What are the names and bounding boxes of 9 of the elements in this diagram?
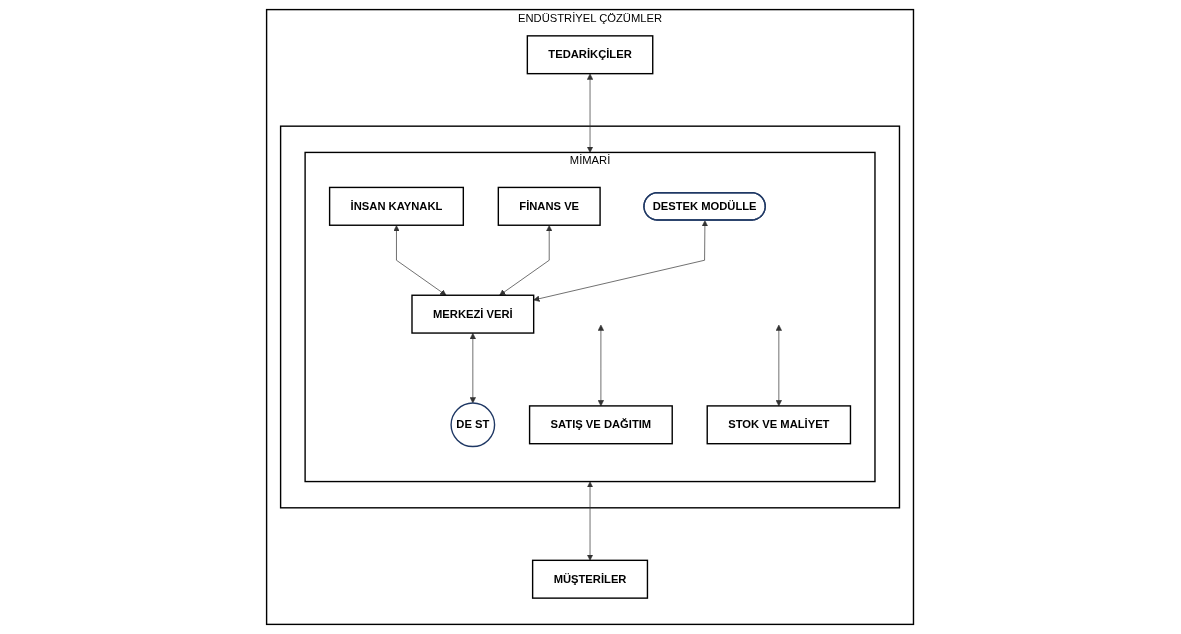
node-circle: DE ST <box>450 402 496 448</box>
node-box: SATIŞ VE DAĞITIM <box>529 405 674 445</box>
node-box: MÜŞTERİLER <box>532 559 649 599</box>
node-box: STOK VE MALİYET <box>706 405 852 445</box>
cluster <box>280 125 901 509</box>
node-box: TEDARİKÇİLER <box>527 35 654 75</box>
node-box: MERKEZİ VERİ <box>411 294 535 334</box>
node-box: FİNANS VE <box>498 186 602 226</box>
node-box: İNSAN KAYNAKL <box>329 186 465 226</box>
